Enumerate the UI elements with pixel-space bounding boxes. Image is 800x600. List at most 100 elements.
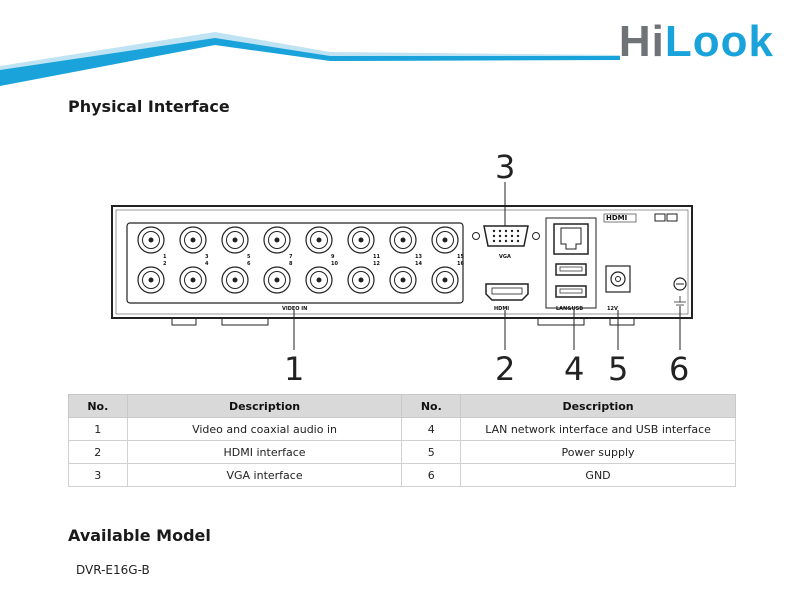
swoosh-main <box>0 38 620 86</box>
usb-port-top-inner <box>559 266 583 272</box>
vga-label: VGA <box>499 254 511 260</box>
foot-right <box>537 317 585 326</box>
interface-table: No. Description No. Description 1 Video … <box>68 394 736 487</box>
foot-left-2 <box>221 317 269 326</box>
bnc-connector-pin-1 <box>148 237 154 243</box>
header-no-1: No. <box>68 394 128 418</box>
callout-5: 5 <box>608 350 628 388</box>
callout-1: 1 <box>284 350 304 388</box>
bnc-connector-pin-5 <box>232 237 238 243</box>
vga-pin <box>516 234 520 238</box>
logo-hi: Hi <box>618 17 665 66</box>
bnc-connector-pin-10 <box>316 277 322 283</box>
vga-pin <box>492 239 496 243</box>
header-no-2: No. <box>401 394 462 418</box>
bnc-connector-pin-7 <box>274 237 280 243</box>
bnc-number-8: 8 <box>289 261 293 267</box>
header-description-2: Description <box>460 394 736 418</box>
vga-pin <box>498 229 502 233</box>
vga-pin <box>516 239 520 243</box>
lan-port-clip <box>560 227 582 250</box>
bnc-number-6: 6 <box>247 261 251 267</box>
bnc-connector-pin-8 <box>274 277 280 283</box>
cell-description: Video and coaxial audio in <box>126 417 403 441</box>
video-in-panel <box>126 222 464 304</box>
bnc-connector-pin-16 <box>442 277 448 283</box>
section-title-available-model: Available Model <box>68 526 211 545</box>
bnc-number-7: 7 <box>289 254 293 260</box>
cell-description: VGA interface <box>126 463 403 487</box>
vga-pin <box>504 229 508 233</box>
logo-look: Look <box>664 17 774 66</box>
usb-port-top <box>555 263 587 276</box>
indicator-slot-2 <box>666 213 678 222</box>
vga-pin <box>516 229 520 233</box>
bnc-connector-pin-2 <box>148 277 154 283</box>
vga-pin <box>498 234 502 238</box>
bnc-number-15: 15 <box>457 254 464 260</box>
foot-right-2 <box>609 317 635 326</box>
cell-no: 5 <box>401 440 462 464</box>
cell-no: 3 <box>68 463 128 487</box>
vga-pin <box>510 234 514 238</box>
cell-description: LAN network interface and USB interface <box>460 417 736 441</box>
vga-screw-right <box>532 232 540 240</box>
power-label: 12V <box>607 306 618 312</box>
hdmi-logo-text: HDMI <box>606 214 627 222</box>
bnc-number-5: 5 <box>247 254 251 260</box>
table-row: 2 HDMI interface 5 Power supply <box>68 440 736 464</box>
vga-screw-left <box>472 232 480 240</box>
bnc-number-1: 1 <box>163 254 167 260</box>
bnc-connector-pin-11 <box>358 237 364 243</box>
cell-no: 1 <box>68 417 128 441</box>
video-in-label: VIDEO IN <box>282 306 307 312</box>
swoosh-light <box>0 32 620 82</box>
bnc-connector-pin-15 <box>442 237 448 243</box>
indicator-slot <box>654 213 666 222</box>
bnc-number-4: 4 <box>205 261 209 267</box>
lan-usb-label: LAN&USB <box>556 306 583 312</box>
callout-6: 6 <box>669 350 689 388</box>
header-description-1: Description <box>126 394 403 418</box>
vga-pin <box>504 234 508 238</box>
hdmi-inner <box>491 287 523 295</box>
cell-description: Power supply <box>460 440 736 464</box>
section-title-physical-interface: Physical Interface <box>68 97 230 116</box>
hilook-logo: HiLook <box>619 20 774 64</box>
hdmi-label: HDMI <box>494 306 509 312</box>
vga-pin <box>504 239 508 243</box>
bnc-connector-pin-4 <box>190 277 196 283</box>
vga-pin <box>492 229 496 233</box>
header-swoosh <box>0 32 620 86</box>
bnc-connector-pin-12 <box>358 277 364 283</box>
bnc-number-16: 16 <box>457 261 464 267</box>
table-row: 3 VGA interface 6 GND <box>68 463 736 487</box>
vga-pin <box>492 234 496 238</box>
callout-4: 4 <box>564 350 584 388</box>
bnc-number-10: 10 <box>331 261 338 267</box>
cell-description: GND <box>460 463 736 487</box>
bnc-number-9: 9 <box>331 254 335 260</box>
bnc-connector-pin-13 <box>400 237 406 243</box>
callout-2: 2 <box>495 350 515 388</box>
bnc-connector-pin-14 <box>400 277 406 283</box>
gnd-symbol <box>674 296 686 306</box>
vga-pin <box>498 239 502 243</box>
chassis-inner <box>115 209 689 315</box>
hdmi-logo-box <box>603 213 637 223</box>
model-name: DVR-E16G-B <box>76 563 150 577</box>
bnc-number-2: 2 <box>163 261 167 267</box>
cell-no: 4 <box>401 417 462 441</box>
cell-no: 6 <box>401 463 462 487</box>
vga-pin <box>510 229 514 233</box>
bnc-number-14: 14 <box>415 261 422 267</box>
bnc-number-3: 3 <box>205 254 209 260</box>
bnc-number-12: 12 <box>373 261 380 267</box>
vga-pins <box>492 229 520 243</box>
foot-left <box>171 317 197 326</box>
table-header-row: No. Description No. Description <box>68 394 736 418</box>
bnc-connector-pin-3 <box>190 237 196 243</box>
cell-no: 2 <box>68 440 128 464</box>
